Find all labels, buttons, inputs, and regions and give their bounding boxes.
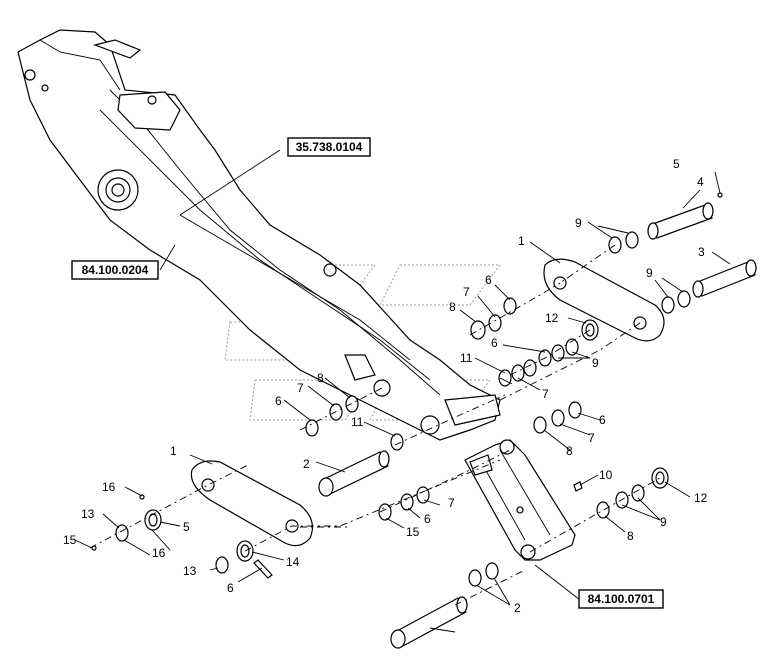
- callout-6: 6: [491, 336, 498, 350]
- callout-5: 5: [673, 157, 680, 171]
- reference-boxes: 35.738.0104 84.100.0204 84.100.0701: [71, 137, 664, 609]
- callout-6: 15: [406, 525, 420, 539]
- callout-11: 11: [351, 415, 364, 429]
- callout-8: 7: [448, 496, 455, 510]
- callout-9: 9: [592, 356, 599, 370]
- callout-6: 6: [599, 413, 606, 427]
- mid-pin: [318, 450, 390, 497]
- callout-numbers: 5 4 9 3 1 9 6 7 8 12 6 9 11 7 8 7 6 11 6…: [63, 157, 708, 615]
- ref-label-link: 84.100.0701: [588, 592, 655, 606]
- lower-link-plate: [190, 460, 313, 547]
- callout-13: 14: [286, 555, 300, 569]
- link-bar: [464, 439, 576, 561]
- ref-box-boom: [287, 137, 371, 157]
- callout-8: 8: [566, 444, 573, 458]
- ref-label-boom: 35.738.0104: [296, 140, 363, 154]
- callout-6: 2: [514, 601, 521, 615]
- callout-11: 11: [460, 351, 473, 365]
- callout-15: 16: [102, 480, 116, 494]
- callout-7: 7: [542, 387, 549, 401]
- callout-9: 9: [660, 515, 667, 529]
- centerlines: [89, 244, 661, 606]
- callout-5: 15: [63, 533, 77, 547]
- upper-right-pins: [647, 192, 757, 298]
- leader-lines: [74, 149, 731, 633]
- callout-12: 12: [694, 491, 708, 505]
- callout-16: 13: [81, 507, 95, 521]
- callout-7: 7: [463, 285, 470, 299]
- ref-box-link: [578, 589, 664, 609]
- callout-4: 4: [697, 175, 704, 189]
- callout-9: 9: [575, 216, 582, 230]
- callout-6: 6: [485, 273, 492, 287]
- boom-arm: [17, 29, 501, 441]
- ref-label-arm: 84.100.0204: [82, 263, 149, 277]
- callout-16: 13: [183, 564, 197, 578]
- ref-box-arm: [71, 260, 159, 280]
- callout-1: 1: [170, 444, 177, 458]
- callout-6: 6: [275, 394, 282, 408]
- callout-12: 12: [545, 311, 559, 325]
- callout-13: 5: [183, 520, 190, 534]
- callout-9: 9: [646, 266, 653, 280]
- callout-2: 2: [303, 457, 310, 471]
- callout-7: 7: [297, 381, 304, 395]
- callout-14: 6: [227, 581, 234, 595]
- washers-lower-right: [573, 467, 669, 519]
- callout-15: 16: [152, 546, 166, 560]
- callout-10: 10: [599, 468, 613, 482]
- callout-8: 8: [317, 371, 324, 385]
- callout-7: 7: [588, 431, 595, 445]
- callout-1: 1: [518, 234, 525, 248]
- washers-lower-middle: [378, 486, 499, 649]
- callout-3: 3: [698, 245, 705, 259]
- callout-8: 8: [449, 300, 456, 314]
- callout-7: 6: [424, 512, 431, 526]
- callout-8: 8: [627, 529, 634, 543]
- washers-left: [305, 395, 404, 451]
